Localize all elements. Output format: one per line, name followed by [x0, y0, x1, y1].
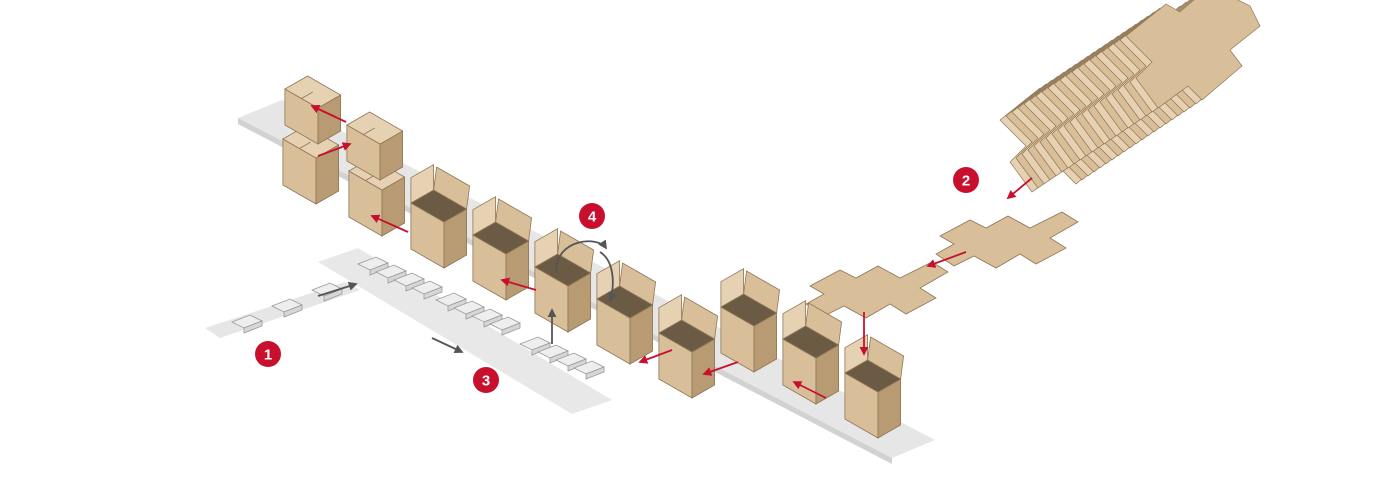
step-badge-4: 4	[579, 203, 605, 229]
carton-6	[534, 228, 595, 333]
tray-14	[555, 352, 587, 372]
tray-5	[375, 264, 407, 284]
flow-arrow-5	[702, 361, 739, 376]
tray-conveyor-3	[318, 248, 612, 414]
flow-arrow-2	[926, 251, 967, 268]
flow-arrow-9	[310, 104, 347, 123]
carton-12	[284, 75, 342, 145]
flow-arrow-6	[638, 349, 673, 364]
carton-8	[410, 164, 471, 269]
carton-7	[472, 196, 533, 301]
carton-5	[596, 260, 657, 365]
flow-arrow-1	[1006, 177, 1033, 200]
carton-4	[658, 294, 719, 399]
carton-1	[844, 334, 905, 439]
step-number-4: 4	[588, 209, 597, 226]
flow-arrow-14	[555, 239, 608, 273]
stacked-blank-22	[1125, 0, 1261, 109]
flat-blank-1	[805, 261, 949, 319]
step-badge-2: 2	[953, 167, 979, 193]
tray-7	[411, 280, 443, 300]
carton-10	[282, 125, 340, 205]
flow-arrow-12	[431, 337, 464, 354]
flat-blank-2	[935, 211, 1079, 269]
step-number-3: 3	[482, 373, 490, 390]
cartons	[282, 75, 905, 439]
product-trays	[231, 256, 605, 380]
tray-2	[271, 298, 303, 318]
carton-2	[782, 300, 843, 405]
flow-arrow-4	[792, 381, 827, 399]
carton-3	[720, 268, 781, 373]
tray-15	[573, 360, 605, 380]
tray-4	[357, 256, 389, 276]
step-number-1: 1	[264, 347, 272, 364]
step-badge-1: 1	[255, 341, 281, 367]
step-number-2: 2	[962, 173, 970, 190]
carton-11	[346, 111, 404, 181]
tray-1	[231, 314, 263, 334]
tray-11	[489, 316, 521, 336]
flow-arrow-11	[317, 281, 358, 297]
flow-arrow-10	[317, 142, 352, 157]
flat-blanks	[805, 211, 1079, 319]
flow-arrow-7	[500, 277, 537, 291]
flow-arrows	[310, 104, 1033, 399]
tray-6	[393, 272, 425, 292]
blank-stack	[999, 0, 1261, 193]
flow-arrow-8	[370, 214, 409, 233]
step-badge-3: 3	[473, 367, 499, 393]
flow-arrow-15	[599, 251, 617, 302]
